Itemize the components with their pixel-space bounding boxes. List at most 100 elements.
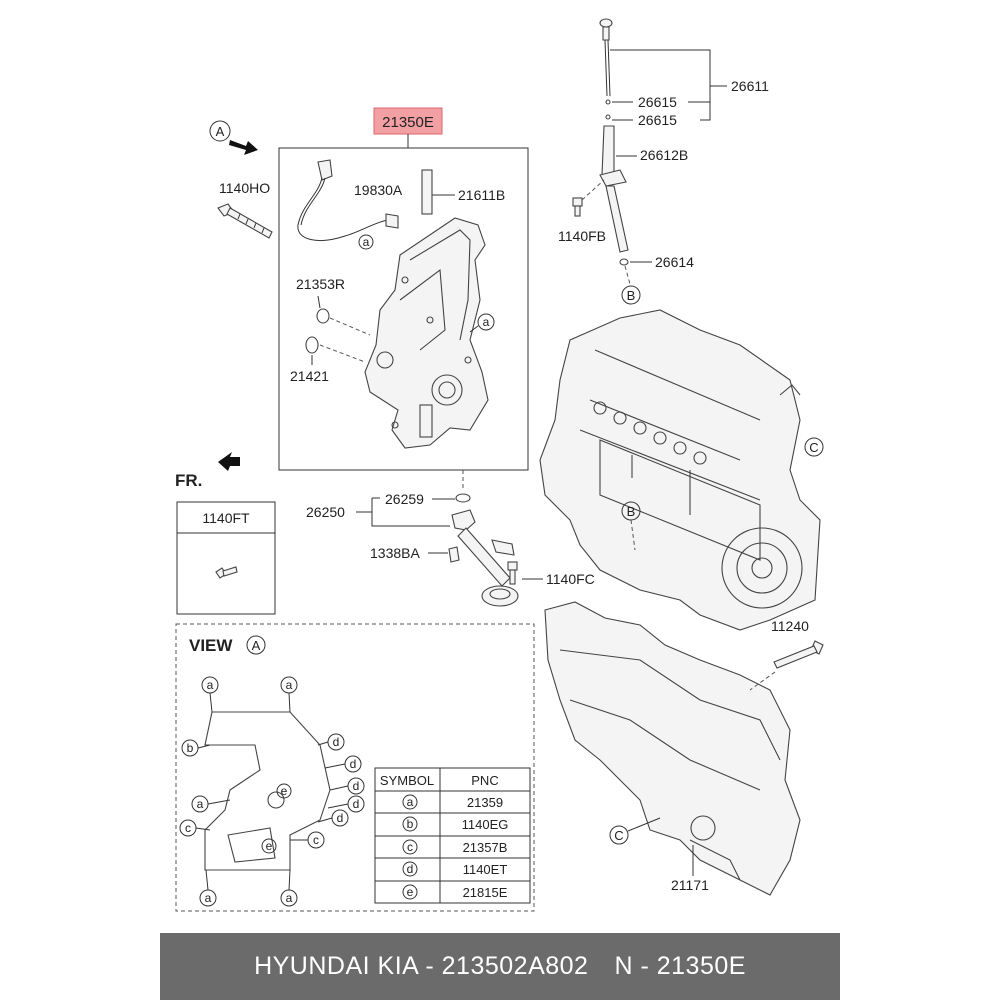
label-19830A: 19830A [354, 182, 403, 198]
callout-a-2: a [286, 678, 293, 692]
callout-d-2: d [350, 757, 357, 771]
callout-C-engine [804, 437, 824, 457]
callout-d-3: d [353, 779, 360, 793]
leader-26250 [356, 497, 450, 527]
leader-a-cover [469, 325, 479, 333]
bolt-1140FT [215, 566, 238, 579]
oil-pan-21171 [544, 601, 801, 896]
callout-a-1: a [207, 678, 214, 692]
dipstick-tube-26612B [599, 125, 629, 253]
footer-brand-number: HYUNDAI KIA - 213502A802 [254, 952, 589, 980]
oil-strainer-26250 [451, 509, 519, 607]
footer-code: N - 21350E [614, 952, 746, 980]
label-1140FT: 1140FT [202, 510, 250, 526]
leader-C-pan [627, 817, 661, 832]
fr-label: FR. [175, 471, 202, 490]
view-a-gasket-outline [204, 711, 331, 871]
view-a-letter: A [216, 124, 225, 139]
view-a-title-circle [246, 635, 266, 655]
bolt-1140HO [217, 203, 273, 239]
label-1338BA: 1338BA [370, 545, 420, 561]
label-26611: 26611 [731, 78, 769, 94]
label-1140FC: 1140FC [546, 571, 595, 587]
engine-block [539, 309, 821, 631]
callout-b-1: b [187, 741, 194, 755]
table-symbol-e: e [407, 885, 414, 899]
oil-seal-21353R [316, 308, 330, 324]
label-1140HO: 1140HO [219, 180, 270, 196]
highlight-part-box[interactable] [373, 107, 443, 135]
bolt-11240 [773, 640, 824, 669]
table-symbol-a: a [407, 795, 414, 809]
view-a-title: VIEW [189, 636, 233, 655]
callout-a-cover [477, 313, 495, 331]
bolt-1140FB [572, 197, 583, 217]
bolt-1140FC [507, 561, 518, 585]
o-ring-21421 [305, 336, 319, 354]
table-header-symbol: SYMBOL [380, 773, 434, 788]
callout-d-5: d [337, 811, 344, 825]
table-header-pnc: PNC [471, 773, 498, 788]
symbol-table: SYMBOL PNC a 21359 b 1140EG c 21357B d 1… [374, 767, 531, 904]
view-a-title-circle-text: A [252, 638, 261, 653]
callout-d-4: d [353, 797, 360, 811]
timing-chain-cover [364, 217, 489, 449]
table-pnc-e: 21815E [463, 885, 508, 900]
callout-a-4: a [205, 891, 212, 905]
label-26250: 26250 [306, 504, 345, 520]
part-box-1140FT [176, 501, 276, 615]
callout-a-5: a [286, 891, 293, 905]
leader-26611 [610, 49, 727, 121]
dipstick-26611 [599, 18, 613, 120]
table-pnc-c: 21357B [463, 840, 508, 855]
assembly-dash-seal [319, 317, 371, 363]
table-pnc-a: 21359 [467, 795, 503, 810]
dowel-21611B [421, 169, 433, 215]
label-21353R: 21353R [296, 276, 345, 292]
o-ring-26614 [619, 258, 629, 266]
callout-e-1: e [281, 784, 288, 798]
sensor-harness-19830A [297, 159, 399, 241]
table-symbol-b: b [407, 817, 414, 831]
callout-a-sensor [358, 234, 374, 250]
callout-C-pan [609, 825, 629, 845]
label-26614: 26614 [655, 254, 694, 270]
front-arrow-icon [218, 452, 240, 471]
leader-21353R [317, 295, 321, 309]
callout-c-1: c [185, 821, 191, 835]
stud-1338BA [448, 546, 460, 563]
label-21611B: 21611B [458, 187, 505, 203]
callout-C-engine-text: C [809, 440, 818, 455]
highlight-part-label: 21350E [382, 114, 434, 131]
callout-e-2: e [266, 839, 273, 853]
table-symbol-c: c [407, 840, 413, 854]
callout-d-1: d [333, 735, 340, 749]
callout-B-top [621, 285, 641, 305]
callout-a-cover-text: a [483, 315, 490, 329]
dash-26614-B [624, 265, 631, 285]
callout-a-3: a [197, 797, 204, 811]
dash-1140FB [581, 179, 605, 201]
label-26259: 26259 [385, 491, 424, 507]
view-a-callouts: a a b d d d e a d d c e c a a [179, 676, 365, 907]
view-a-arrow-icon [229, 140, 258, 155]
label-1140FB: 1140FB [558, 228, 606, 244]
label-26615-upper: 26615 [638, 94, 677, 110]
dash-B-engine [630, 519, 636, 551]
callout-C-pan-text: C [614, 828, 623, 843]
dash-11240 [749, 671, 776, 691]
table-symbol-d: d [407, 862, 414, 876]
view-a-frame [175, 623, 535, 912]
callout-c-2: c [313, 833, 319, 847]
table-pnc-b: 1140EG [462, 817, 509, 832]
timing-cover-group-frame [278, 147, 529, 471]
table-pnc-d: 1140ET [463, 862, 508, 877]
label-26612B: 26612B [640, 147, 688, 163]
gasket-26259 [455, 493, 471, 503]
callout-B-top-text: B [627, 288, 636, 303]
label-21421: 21421 [290, 368, 329, 384]
label-11240: 11240 [771, 618, 809, 634]
callout-B-engine-text: B [627, 504, 636, 519]
label-26615-lower: 26615 [638, 112, 677, 128]
